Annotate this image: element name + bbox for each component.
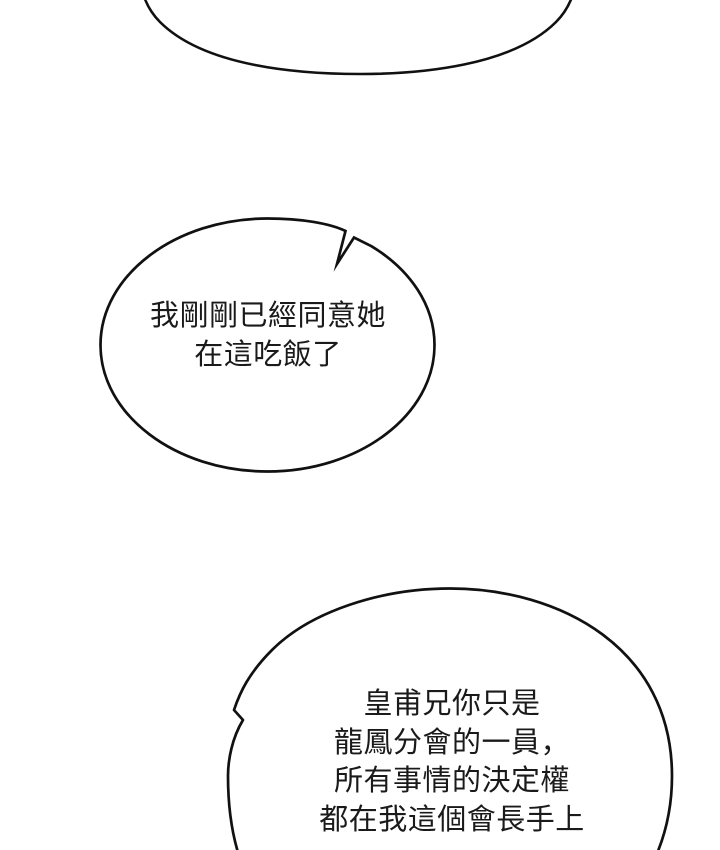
bubble-top-outline <box>144 0 573 76</box>
bubble-middle-outline <box>99 217 436 473</box>
bubble-bottom-outline <box>226 587 674 850</box>
bubble-bottom-text: 皇甫兄你只是 龍鳳分會的一員， 所有事情的決定權 都在我這個會長手上 <box>319 686 585 836</box>
bubble-middle <box>99 217 436 473</box>
bubble-top-partial <box>144 0 573 76</box>
bubble-middle-text: 我剛剛已經同意她 在這吃飯了 <box>149 298 386 371</box>
bubble-bottom <box>226 587 674 850</box>
